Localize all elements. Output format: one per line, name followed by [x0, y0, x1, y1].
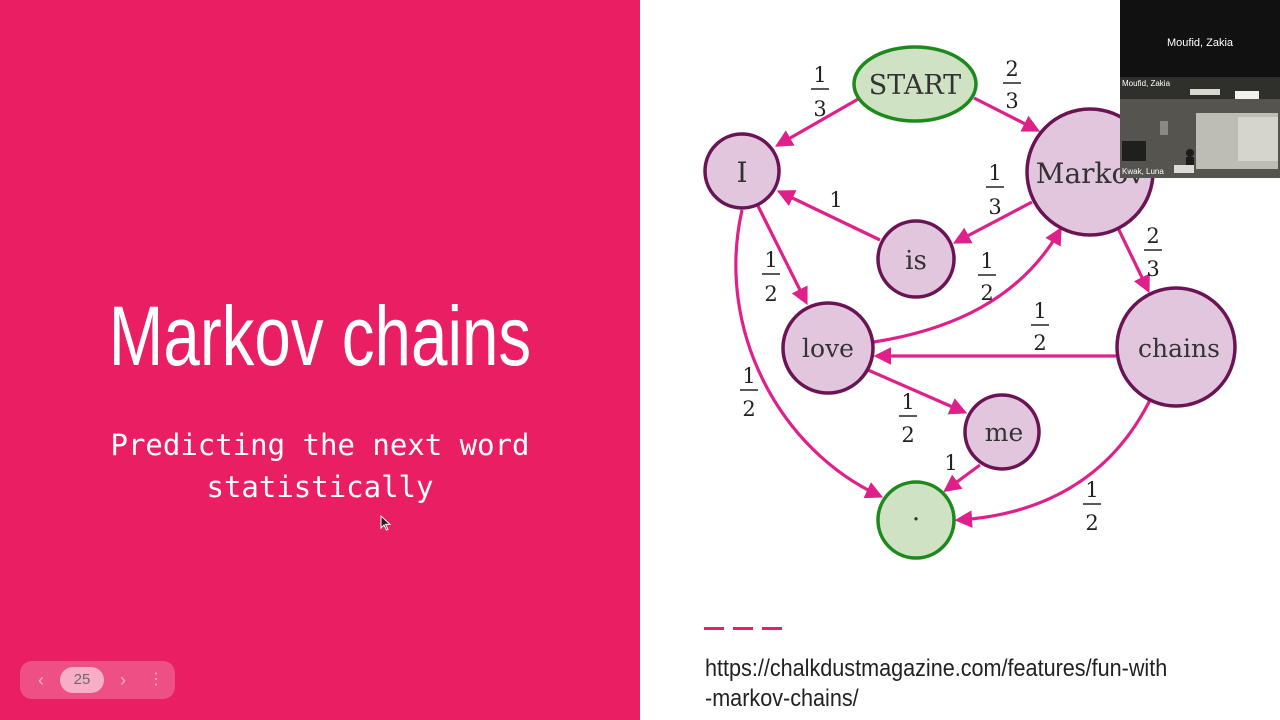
chevron-left-icon: ‹	[38, 670, 44, 690]
svg-text:me: me	[985, 418, 1024, 447]
edge-me-to-end	[943, 463, 981, 493]
svg-text:3: 3	[988, 195, 1001, 219]
node-me: me	[963, 393, 1041, 471]
svg-text:2: 2	[1033, 331, 1046, 355]
svg-text:1: 1	[764, 248, 777, 272]
svg-text:1: 1	[829, 188, 842, 212]
svg-text:2: 2	[1005, 57, 1018, 81]
slide-title: Markov chains	[108, 289, 532, 383]
previous-slide-button[interactable]: ‹	[26, 661, 56, 699]
feed-label-bottom: Kwak, Luna	[1122, 167, 1164, 176]
chevron-right-icon: ›	[120, 670, 126, 690]
edge-is-to-i	[776, 190, 881, 242]
node-love: love	[781, 301, 875, 395]
svg-text:2: 2	[1085, 511, 1098, 535]
feed-label-top: Moufid, Zakia	[1122, 79, 1171, 88]
edge-chains-to-end	[954, 399, 1152, 528]
more-vertical-icon: ⋮	[148, 671, 164, 688]
svg-text:2: 2	[901, 423, 914, 447]
node-i: I	[703, 132, 781, 210]
node-start: START	[852, 45, 978, 123]
svg-text:1: 1	[742, 364, 755, 388]
label-love-markov: 1 2	[978, 249, 996, 305]
svg-text:2: 2	[1146, 224, 1159, 248]
page-number[interactable]: 25	[60, 667, 104, 693]
edge-i-to-love	[756, 205, 808, 306]
edge-start-to-markov	[973, 96, 1041, 132]
svg-text:3: 3	[813, 97, 826, 121]
label-i-end: 1 2	[740, 364, 758, 421]
edge-labels: 1 3 2 3 1 1 3 2 3 1 2 1 2	[740, 57, 1162, 535]
edge-love-to-markov	[873, 226, 1062, 344]
svg-text:love: love	[802, 334, 854, 363]
edge-love-to-me	[867, 368, 968, 415]
label-markov-chains: 2 3	[1144, 224, 1162, 281]
svg-text:2: 2	[764, 282, 777, 306]
svg-text:chains: chains	[1138, 334, 1220, 363]
label-i-love: 1 2	[762, 248, 780, 306]
svg-text:1: 1	[1033, 299, 1046, 323]
more-options-button[interactable]: ⋮	[141, 661, 171, 699]
node-is: is	[876, 219, 956, 299]
svg-text:START: START	[869, 70, 961, 101]
svg-text:1: 1	[813, 63, 826, 87]
title-panel: Markov chains Predicting the next word s…	[0, 0, 640, 720]
camera-feed: Moufid, Zakia Kwak, Luna	[1120, 77, 1280, 178]
label-start-i: 1 3	[811, 63, 829, 121]
svg-text:3: 3	[1005, 89, 1018, 113]
video-conference-tile: Moufid, Zakia Moufid, Zakia Kwak, Luna	[1120, 0, 1280, 178]
next-slide-button[interactable]: ›	[108, 661, 138, 699]
svg-text:1: 1	[944, 451, 957, 475]
node-end: ·	[876, 480, 956, 560]
label-chains-love: 1 2	[1031, 299, 1049, 355]
decorative-dashes	[704, 627, 782, 630]
markov-chain-diagram: 1 3 2 3 1 1 3 2 3 1 2 1 2	[703, 45, 1237, 560]
source-link[interactable]: https://chalkdustmagazine.com/features/f…	[705, 655, 1168, 712]
svg-text:is: is	[905, 246, 927, 276]
label-markov-is: 1 3	[986, 161, 1004, 219]
classroom-video-image	[1120, 77, 1280, 178]
label-is-i: 1	[829, 188, 842, 212]
slide-navigation: ‹ 25 › ⋮	[20, 661, 175, 699]
mouse-cursor-icon	[380, 515, 392, 531]
slide-subtitle: Predicting the next word statistically	[110, 428, 530, 504]
label-start-markov: 2 3	[1003, 57, 1021, 113]
svg-text:1: 1	[980, 249, 993, 273]
edge-markov-to-is	[952, 200, 1033, 244]
node-chains: chains	[1115, 286, 1237, 408]
edge-i-to-end	[734, 209, 884, 499]
participant-name: Moufid, Zakia	[1166, 37, 1234, 49]
svg-text:1: 1	[901, 390, 914, 414]
svg-text:1: 1	[988, 161, 1001, 185]
svg-text:3: 3	[1146, 257, 1159, 281]
edge-markov-to-chains	[1116, 227, 1150, 294]
svg-text:2: 2	[980, 281, 993, 305]
label-chains-end: 1 2	[1083, 478, 1101, 535]
svg-text:I: I	[736, 156, 747, 189]
label-love-me: 1 2	[899, 390, 917, 447]
edges	[734, 96, 1152, 528]
svg-text:·: ·	[912, 505, 920, 535]
svg-text:2: 2	[742, 397, 755, 421]
svg-text:1: 1	[1085, 478, 1098, 502]
edge-start-to-i	[774, 96, 861, 147]
label-me-end: 1	[944, 451, 957, 475]
